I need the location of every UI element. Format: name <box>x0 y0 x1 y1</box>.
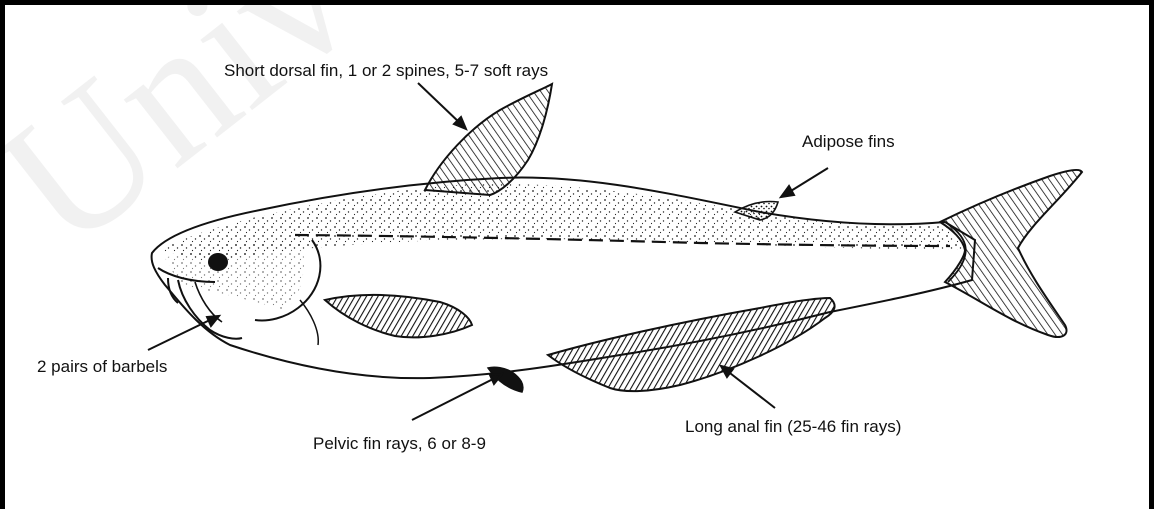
dorsal-arrow <box>418 83 462 125</box>
barbels-arrow <box>148 318 214 350</box>
dorsal-fin-label: Short dorsal fin, 1 or 2 spines, 5-7 sof… <box>224 62 548 79</box>
barbels-label: 2 pairs of barbels <box>37 358 167 375</box>
pelvic-fin-label: Pelvic fin rays, 6 or 8-9 <box>313 435 486 452</box>
anal-arrow <box>726 370 775 408</box>
pelvic-arrow <box>412 377 497 420</box>
eye <box>208 253 228 271</box>
adipose-fins-label: Adipose fins <box>802 133 895 150</box>
anal-fin-label: Long anal fin (25-46 fin rays) <box>685 418 901 435</box>
